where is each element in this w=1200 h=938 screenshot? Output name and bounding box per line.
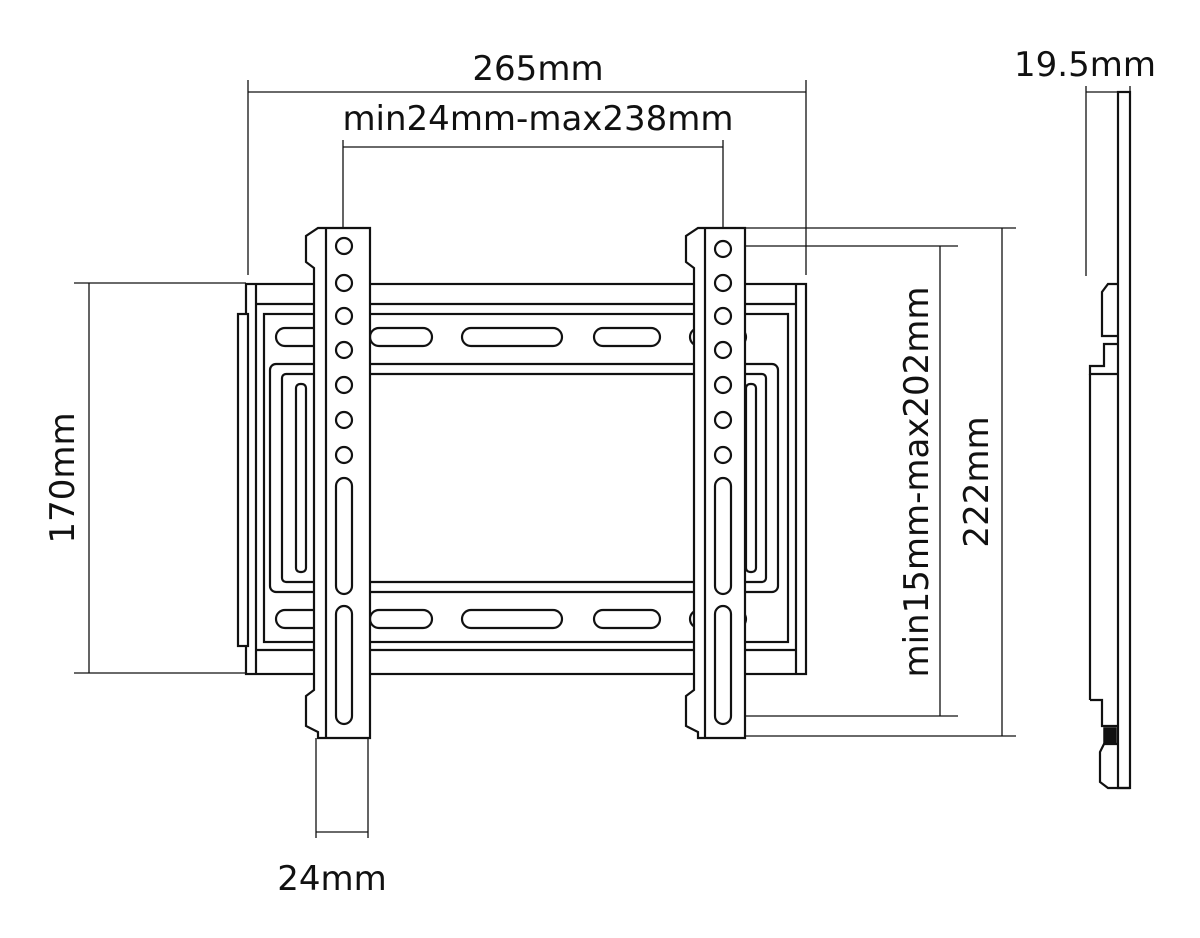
top-slot-3 — [460, 326, 564, 348]
dimension-wall-distance: 19.5mm — [1014, 45, 1156, 276]
side-profile-view — [1088, 90, 1132, 790]
horizontal-hole-spacing-label: min24mm-max238mm — [342, 99, 733, 139]
dimension-arm-width: 24mm — [277, 738, 387, 899]
overall-width-label: 265mm — [472, 49, 603, 89]
bottom-slot-4 — [592, 608, 662, 630]
vertical-hole-spacing-label: min15mm-max202mm — [897, 286, 937, 677]
frame-height-label: 170mm — [43, 412, 83, 543]
dimension-vertical-hole-spacing: min15mm-max202mm — [730, 245, 958, 717]
dimension-horizontal-hole-spacing: min24mm-max238mm — [342, 99, 734, 236]
arm-width-label: 24mm — [277, 859, 387, 899]
dimension-frame-height: 170mm — [43, 282, 246, 674]
top-slot-2 — [368, 326, 434, 348]
right-mounting-arm — [684, 226, 747, 740]
wall-distance-label: 19.5mm — [1014, 45, 1156, 85]
arm-height-label: 222mm — [957, 416, 997, 547]
bottom-slot-2 — [368, 608, 434, 630]
top-slot-4 — [592, 326, 662, 348]
left-mounting-arm — [304, 226, 372, 740]
dimension-overall-width: 265mm — [247, 49, 807, 275]
bottom-slot-3 — [460, 608, 564, 630]
dimension-arm-height: 222mm — [745, 227, 1016, 737]
